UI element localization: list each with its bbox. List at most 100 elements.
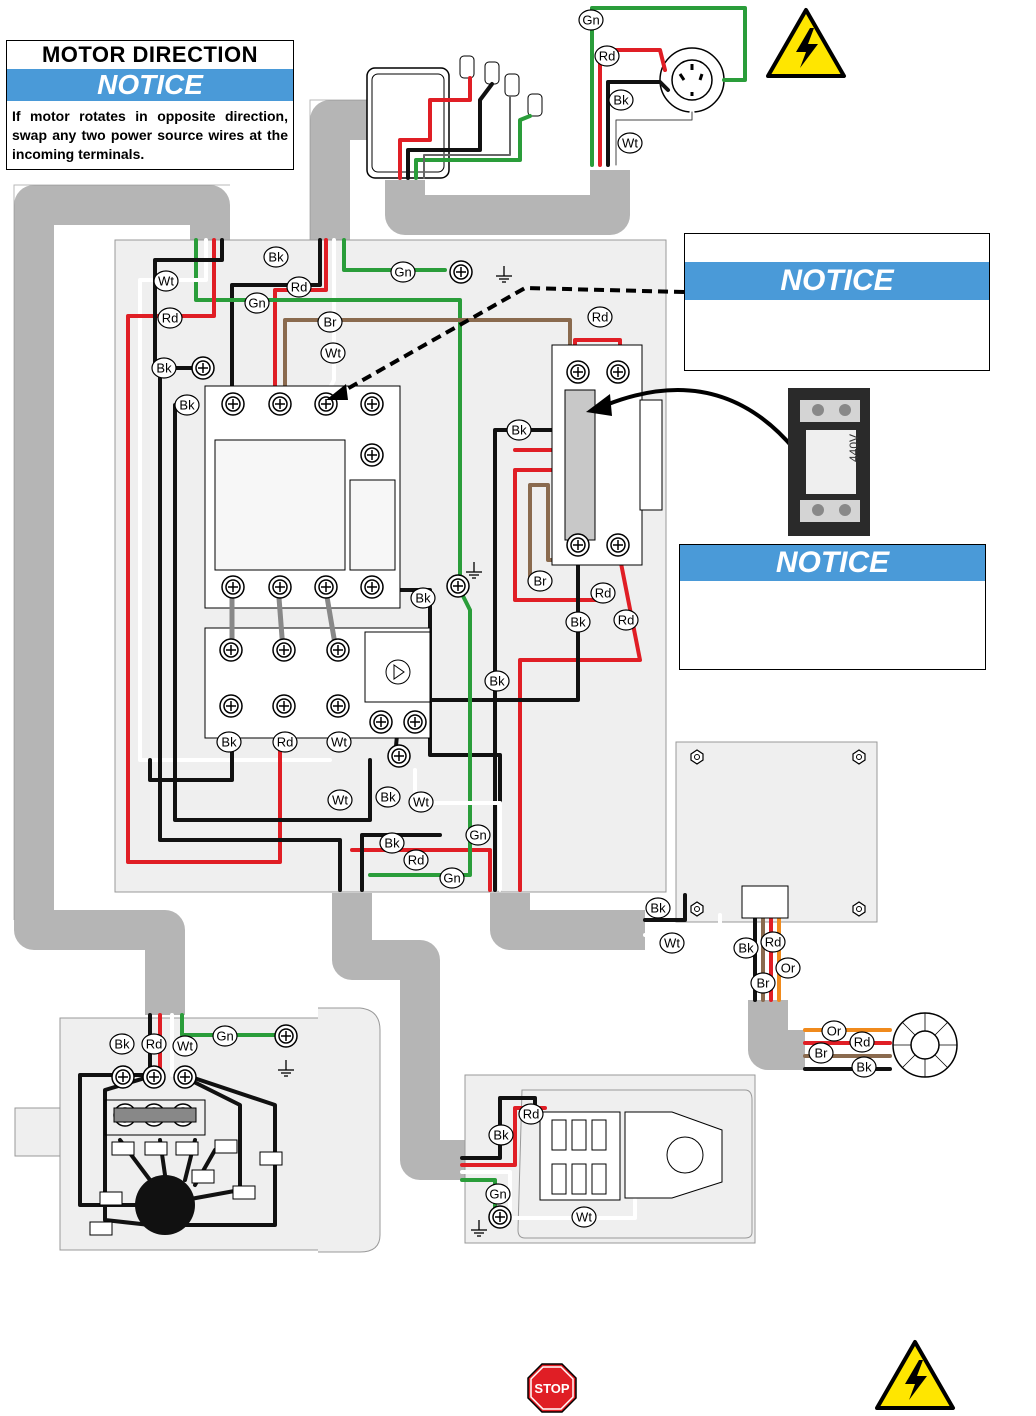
wire-tag-red: Rd [286, 276, 312, 298]
wire-tag-red: Rd [594, 45, 620, 67]
wire-tag-label: Bk [493, 1128, 509, 1143]
wire-tag-white: Wt [659, 932, 685, 954]
wire-tag-label: Bk [114, 1037, 130, 1052]
wire-tag-black: Bk [216, 731, 242, 753]
wire-tag-label: Bk [738, 941, 754, 956]
wire-tag-green: Gn [485, 1183, 511, 1205]
wire-nut-icon [459, 55, 543, 117]
brake-module [539, 1111, 723, 1201]
wire-tag-red: Rd [760, 931, 786, 953]
wire-tag-green: Gn [212, 1025, 238, 1047]
wire-tag-brown: Br [317, 311, 343, 333]
conduit-bottom-center [332, 893, 465, 1180]
wire-tag-brown: Br [750, 972, 776, 994]
wire-tag-label: Rd [291, 280, 308, 295]
wire-tag-black: Bk [109, 1033, 135, 1055]
motor-direction-title: MOTOR DIRECTION [41, 42, 259, 67]
wire-tag-label: Bk [856, 1060, 872, 1075]
wire-tag-label: Gn [469, 828, 486, 843]
wire-tag-label: Rd [277, 735, 294, 750]
motor-body [318, 1007, 381, 1253]
notice-banner: NOTICE [680, 545, 985, 581]
wire-tag-label: Wt [325, 346, 341, 361]
wire-tag-label: Bk [179, 398, 195, 413]
conduit-group [14, 100, 805, 1180]
wire-tag-white: Wt [172, 1035, 198, 1057]
fuse-holder [551, 344, 663, 566]
wire-tag-label: Bk [156, 361, 172, 376]
electrical-hazard-icon [875, 1340, 955, 1410]
wire-tag-label: Bk [221, 735, 237, 750]
wire-tag-label: Bk [384, 836, 400, 851]
wire-tag-label: Gn [443, 871, 460, 886]
wire-tag-black: Bk [375, 786, 401, 808]
wire-tag-label: Gn [216, 1029, 233, 1044]
wire-tag-label: Rd [765, 935, 782, 950]
wire-tag-label: Wt [576, 1210, 592, 1225]
conduit-top-right [385, 170, 630, 235]
wire-tag-red: Rd [613, 609, 639, 631]
wire-tag-label: Gn [582, 13, 599, 28]
wire-tag-label: Wt [622, 136, 638, 151]
motor-direction-text: If motor rotates in opposite direction, … [12, 108, 288, 162]
wire-tag-label: Rd [162, 311, 179, 326]
wire-tag-white: Wt [571, 1206, 597, 1228]
wire-tag-label: Gn [394, 265, 411, 280]
wire-tag-label: Br [324, 315, 338, 330]
wire-tag-black: Bk [379, 832, 405, 854]
wire-tag-black: Bk [506, 419, 532, 441]
wire-tag-label: Gn [489, 1187, 506, 1202]
wire-tag-red: Rd [403, 849, 429, 871]
wire-tag-label: Rd [408, 853, 425, 868]
stop-sign-icon: STOP [527, 1363, 577, 1413]
wire-tag-black: Bk [645, 897, 671, 919]
wire-tag-red: Rd [141, 1033, 167, 1055]
wire-tag-white: Wt [320, 342, 346, 364]
wire-tag-black: Bk [263, 246, 289, 268]
wire-tag-red: Rd [518, 1103, 544, 1125]
motor-lead-bundle [135, 1175, 195, 1235]
wire-tag-label: Bk [268, 250, 284, 265]
conduit-right [490, 893, 645, 950]
wire-tag-red: Rd [157, 307, 183, 329]
wire-tag-label: Br [757, 976, 771, 991]
wire-tag-label: Wt [158, 274, 174, 289]
wire-tag-label: Gn [248, 296, 265, 311]
wire-tag-label: Rd [595, 586, 612, 601]
conduit-far-right [748, 1000, 805, 1070]
motor-shaft [14, 1107, 61, 1157]
fuse-arrow [605, 388, 797, 452]
wire-tag-white: Wt [617, 132, 643, 154]
wire-tag-orange: Or [821, 1020, 847, 1042]
plug-icon [659, 47, 725, 113]
fuse-rating: 440V [847, 434, 861, 462]
wire-tag-black: Bk [410, 587, 436, 609]
wire-tag-black: Bk [565, 611, 591, 633]
notice-box-middle: NOTICE [679, 544, 986, 670]
wire-tag-brown: Br [527, 570, 553, 592]
conduit-left-upper [14, 185, 230, 920]
wire-tag-label: Bk [570, 615, 586, 630]
wire-tag-label: Or [781, 961, 796, 976]
wire-tag-green: Gn [465, 824, 491, 846]
wire-tag-white: Wt [327, 789, 353, 811]
electrical-hazard-icon [766, 8, 846, 78]
wire-tag-green: Gn [578, 9, 604, 31]
wire-tag-label: Rd [592, 310, 609, 325]
wire-tag-label: Wt [413, 795, 429, 810]
wire-tag-label: Wt [664, 936, 680, 951]
wire-tag-label: Rd [854, 1035, 871, 1050]
wire-tag-label: Wt [177, 1039, 193, 1054]
wire-tag-green: Gn [439, 867, 465, 889]
notice-box-top: NOTICE [684, 233, 990, 371]
wire-tag-white: Wt [326, 731, 352, 753]
wire-tag-red: Rd [272, 731, 298, 753]
wire-tag-label: Br [534, 574, 548, 589]
wire-tag-label: Bk [613, 93, 629, 108]
wire-tag-label: Rd [523, 1107, 540, 1122]
wire-tag-black: Bk [733, 937, 759, 959]
motor-direction-notice: MOTOR DIRECTION NOTICE If motor rotates … [6, 40, 294, 170]
wire-tag-black: Bk [484, 670, 510, 692]
